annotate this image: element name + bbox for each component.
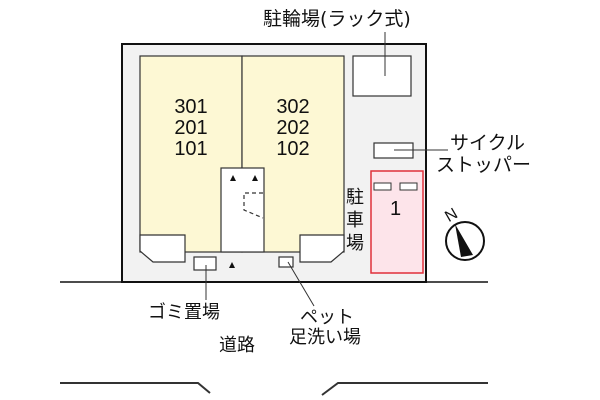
parking-space-number: 1 <box>390 198 402 220</box>
stair-outline <box>243 192 264 219</box>
compass-north-icon <box>445 221 485 261</box>
bicycle-parking-label: 駐輪場(ラック式) <box>263 8 411 30</box>
arrow-up-icon <box>230 175 236 181</box>
room-number: 101 <box>174 138 208 160</box>
room-number: 302 <box>276 96 310 118</box>
garbage-area <box>193 256 217 271</box>
parking-char: 駐 <box>346 187 364 208</box>
entrance-arrow-icon <box>229 262 235 268</box>
cycle-stopper-label-2: ストッパー <box>436 154 532 176</box>
wheel-stop <box>399 182 418 191</box>
road-far-edge-right <box>321 382 488 396</box>
room-number: 202 <box>276 117 310 139</box>
porch-right <box>299 234 345 263</box>
room-number: 102 <box>276 138 310 160</box>
parking-char: 場 <box>346 233 364 254</box>
room-number: 301 <box>174 96 208 118</box>
parking-vertical-label: 駐 車 場 <box>346 186 364 255</box>
pet-wash-area <box>278 256 294 268</box>
road-label: 道路 <box>219 335 255 356</box>
arrow-up-icon <box>252 175 258 181</box>
room-number: 201 <box>174 117 208 139</box>
porch-left <box>139 234 186 263</box>
garbage-label: ゴミ置場 <box>148 302 220 323</box>
cycle-stopper-label-1: サイクル <box>450 132 526 154</box>
unit-left-rooms: 301 201 101 <box>165 97 217 160</box>
entrance-hall <box>220 167 265 253</box>
wheel-stop <box>373 182 392 191</box>
road-far-edge-left <box>60 382 211 394</box>
bicycle-parking-rack <box>352 55 412 97</box>
pet-label-1: ペット <box>300 307 354 328</box>
leader-line <box>287 261 315 307</box>
parking-char: 車 <box>346 210 364 231</box>
unit-right-rooms: 302 202 102 <box>267 97 319 160</box>
pet-label-2: 足洗い場 <box>289 327 361 348</box>
